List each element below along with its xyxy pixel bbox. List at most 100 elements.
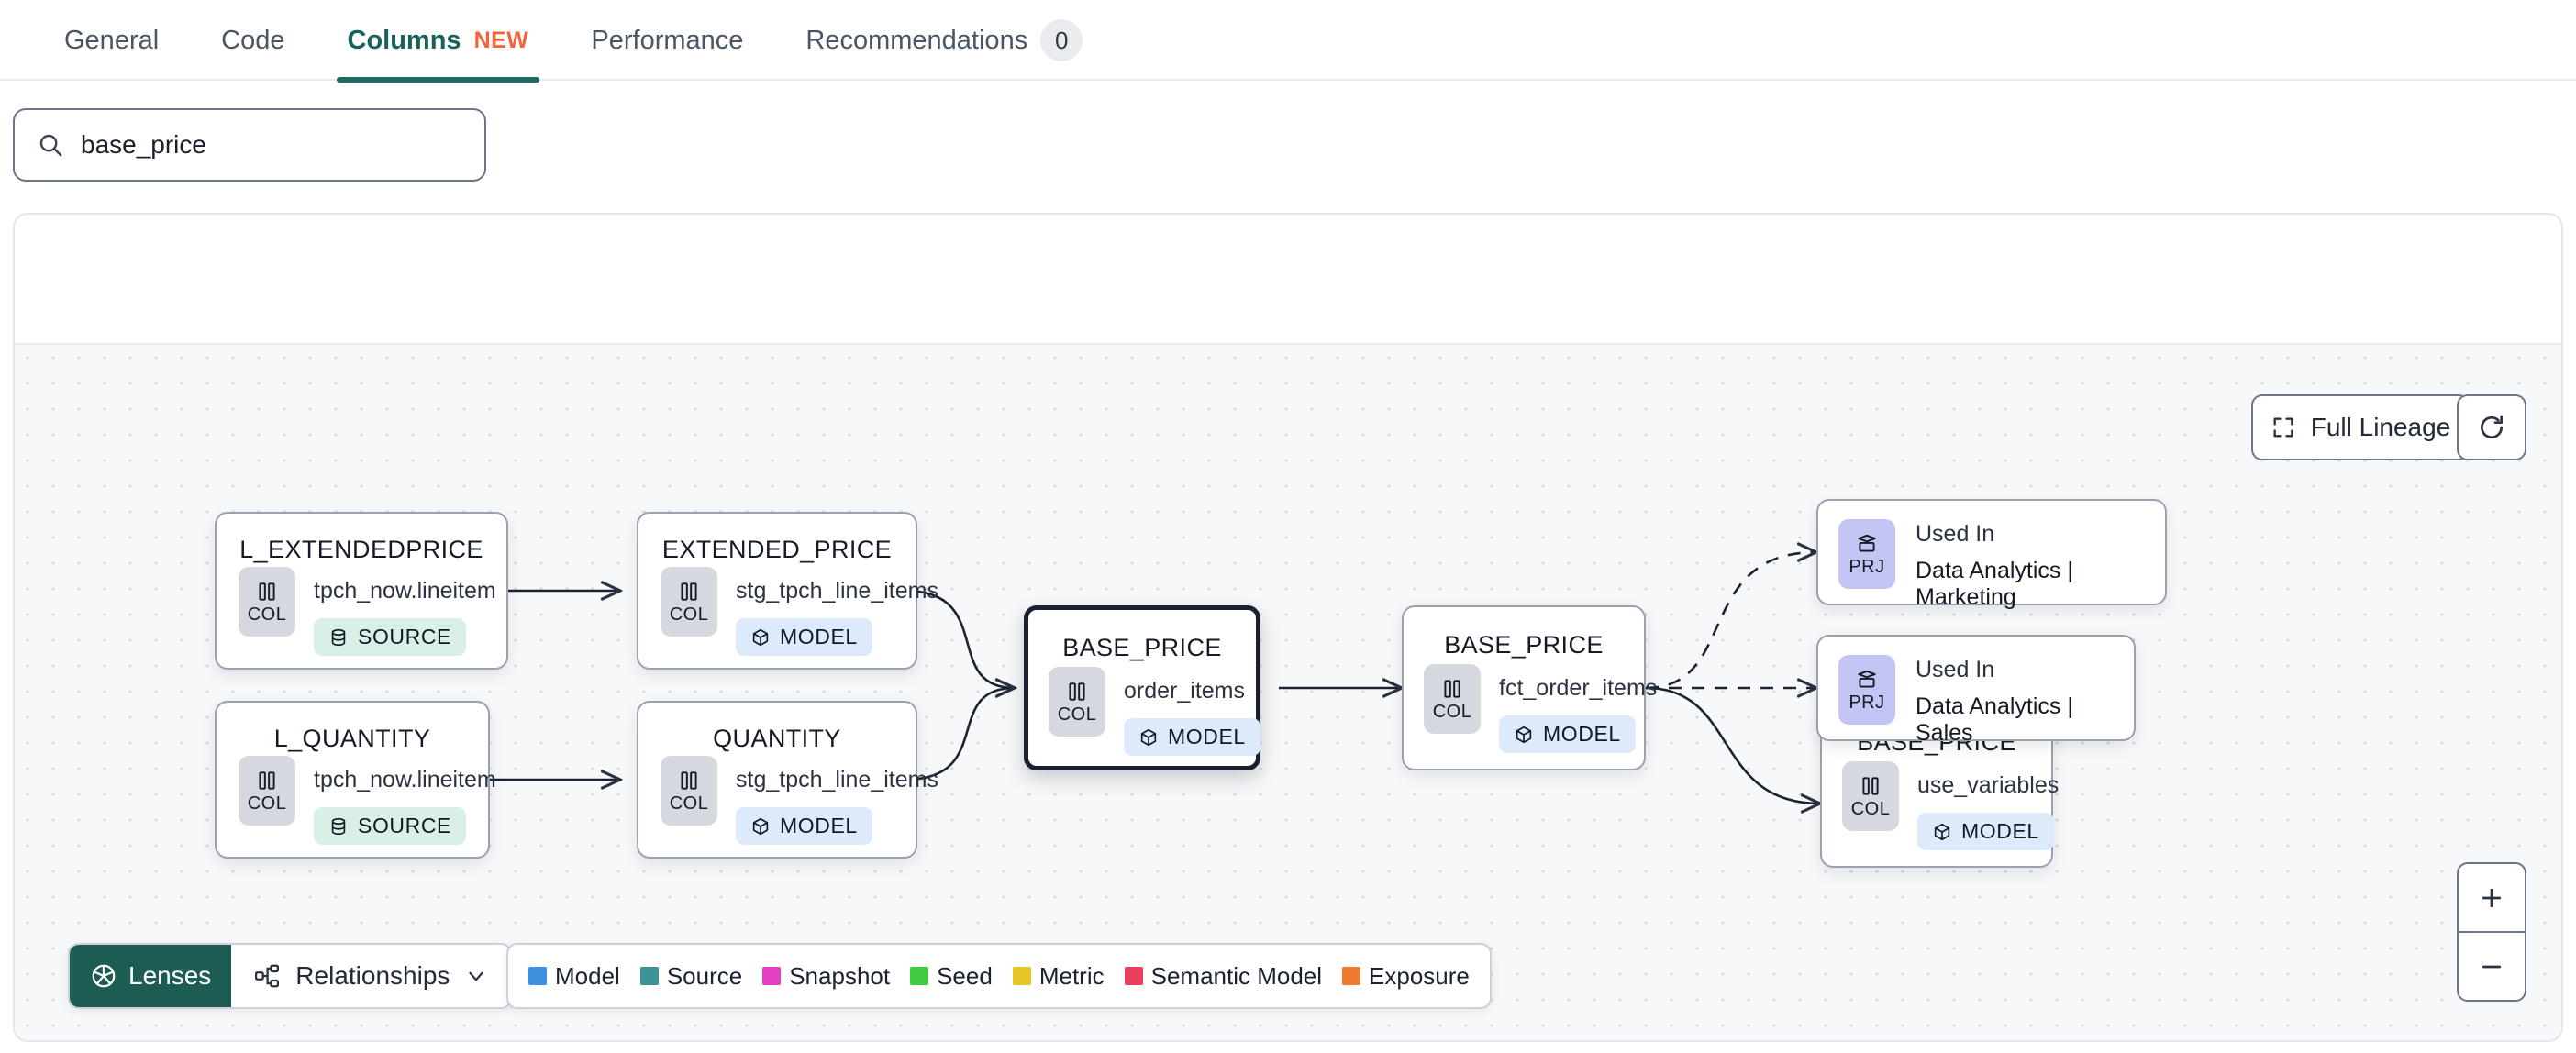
node-tag-badge-model: MODEL [736,618,872,656]
full-lineage-button[interactable]: Full Lineage [2251,394,2470,460]
node-tag-label: MODEL [1168,725,1246,748]
tab-code[interactable]: Code [190,0,316,81]
search-input[interactable]: base_price [13,108,486,182]
relationships-label: Relationships [295,961,450,990]
edge-quantity-to-base-price [904,688,1015,781]
database-icon [328,627,349,648]
node-title: L_EXTENDEDPRICE [239,536,483,563]
zoom-out-button[interactable] [2459,933,2525,1000]
node-kind-badge-col: COL [239,756,295,826]
node-kind-label: COL [247,604,287,625]
node-tag-label: MODEL [1961,819,2039,843]
lineage-node-l-extendedprice[interactable]: L_EXTENDEDPRICE COL tpch_now.lineitem SO… [215,512,508,670]
node-kind-badge-prj: PRJ [1838,519,1895,589]
node-subtitle: order_items [1124,678,1245,704]
node-tag-label: MODEL [780,814,858,837]
tab-label: General [64,25,160,55]
node-kind-badge-col: COL [1842,761,1899,831]
project-eyebrow: Used In [1915,657,1995,682]
search-area: base_price [13,108,486,182]
legend-label: Snapshot [789,961,891,990]
node-tag-badge-model: MODEL [1917,813,2054,850]
aperture-icon [90,962,117,990]
node-tag-label: MODEL [1543,722,1621,746]
database-icon [328,816,349,837]
columns-icon [677,580,701,604]
tab-label: Columns [347,25,461,55]
cube-icon [1514,725,1534,745]
project-name: Data Analytics | Marketing [1915,558,2073,610]
legend-label: Source [666,961,743,990]
tab-columns[interactable]: Columns NEW [316,0,561,83]
lineage-edges [290,345,2561,1042]
node-kind-label: PRJ [1849,557,1885,577]
tab-general[interactable]: General [33,0,190,81]
lineage-node-project-sales[interactable]: PRJ Used In Data Analytics | Sales [1816,635,2136,746]
tab-new-badge: NEW [473,27,529,53]
node-title: BASE_PRICE [1062,634,1222,661]
zoom-in-button[interactable] [2459,864,2525,933]
tab-performance[interactable]: Performance [560,0,774,81]
node-kind-badge-col: COL [661,756,717,826]
lens-toolbar: Lenses Relationships [68,943,513,1009]
columns-icon [677,769,701,793]
node-kind-label: COL [1850,799,1891,819]
node-kind-badge-prj: PRJ [1838,655,1895,725]
search-icon [37,131,64,159]
node-title: BASE_PRICE [1444,631,1604,659]
columns-icon [1859,774,1882,798]
node-tag-label: MODEL [780,625,858,648]
project-eyebrow: Used In [1915,521,1995,547]
node-subtitle: use_variables [1917,772,2060,798]
relationships-button[interactable]: Relationships [231,945,510,1007]
legend-label: Semantic Model [1150,961,1323,990]
lineage-legend: Model Source Snapshot Seed Metric Semant… [506,943,1492,1009]
node-tag-badge-model: MODEL [736,807,872,845]
node-subtitle: stg_tpch_line_items [736,578,938,604]
legend-swatch [762,967,782,985]
legend-swatch [1124,967,1143,985]
legend-item-model: Model [528,962,620,991]
columns-icon [1065,680,1089,704]
legend-item-seed: Seed [910,962,993,991]
legend-label: Seed [937,961,993,990]
search-input-value: base_price [81,130,206,159]
legend-item-snapshot: Snapshot [762,962,890,991]
node-subtitle: tpch_now.lineitem [314,578,496,604]
node-kind-label: PRJ [1849,693,1885,713]
cube-icon [1138,727,1159,748]
node-kind-label: COL [669,604,709,625]
edge-fct-base-price-to-use-variables [1645,686,1820,804]
columns-icon [255,580,279,604]
lineage-node-project-marketing[interactable]: PRJ Used In Data Analytics | Marketing [1816,499,2167,610]
lineage-canvas[interactable]: L_EXTENDEDPRICE COL tpch_now.lineitem SO… [15,343,2561,1042]
legend-item-exposure: Exposure [1342,962,1470,991]
node-title: QUANTITY [713,725,841,752]
legend-label: Metric [1038,961,1105,990]
project-box-icon [1855,532,1879,556]
tab-recommendations[interactable]: Recommendations 0 [774,0,1114,81]
lineage-node-extended-price[interactable]: EXTENDED_PRICE COL stg_tpch_line_items M… [637,512,938,670]
lineage-node-base-price-fct-order-items[interactable]: BASE_PRICE COL fct_order_items MODEL [1402,605,1657,770]
lineage-node-l-quantity[interactable]: L_QUANTITY COL tpch_now.lineitem SOURCE [215,701,496,859]
lineage-node-quantity[interactable]: QUANTITY COL stg_tpch_line_items MODEL [637,701,938,859]
column-header [15,215,2561,334]
tab-label: Recommendations [805,25,1028,55]
legend-swatch [1012,967,1031,985]
legend-swatch [528,967,547,985]
node-subtitle: tpch_now.lineitem [314,767,496,793]
lineage-node-base-price-order-items[interactable]: BASE_PRICE COL order_items MODEL [1024,605,1260,770]
legend-swatch [639,967,659,985]
cube-icon [750,627,771,648]
node-kind-badge-col: COL [661,567,717,637]
recommendations-count-badge: 0 [1040,19,1083,61]
expand-corners-icon [2271,415,2296,440]
node-tag-badge-source: SOURCE [314,807,467,845]
node-tag-badge-model: MODEL [1124,718,1260,756]
edge-fct-base-price-to-project-marketing [1645,552,1816,690]
lenses-button[interactable]: Lenses [70,945,232,1007]
node-kind-label: COL [669,793,709,814]
legend-label: Exposure [1369,961,1470,990]
node-subtitle: stg_tpch_line_items [736,767,938,793]
refresh-button[interactable] [2457,394,2526,460]
